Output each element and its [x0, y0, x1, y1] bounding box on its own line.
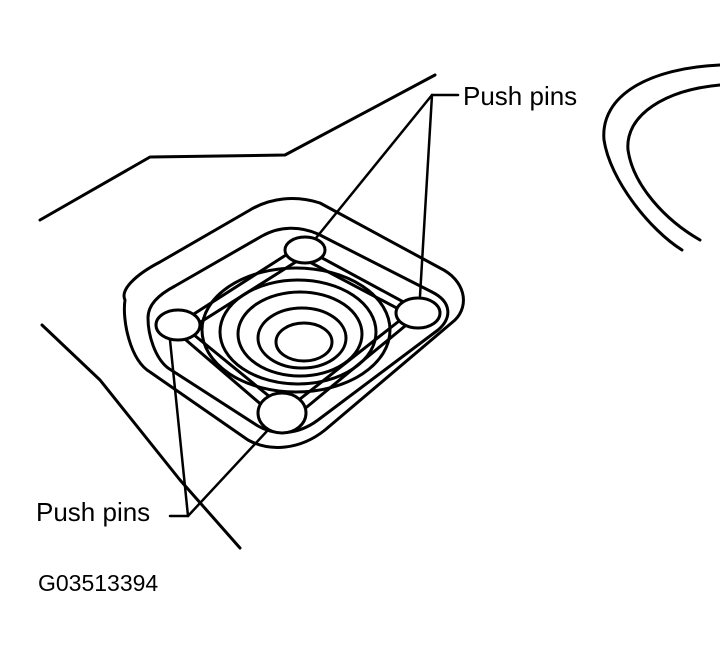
- speaker-ring-4: [256, 306, 348, 370]
- speaker-ring-outer: [200, 266, 392, 394]
- trim-inner-curve: [626, 83, 720, 242]
- panel-left-edge: [40, 323, 242, 550]
- push-pin-right: [394, 296, 442, 330]
- push-pins-label-bottom: Push pins: [36, 497, 151, 527]
- figure-id: G03513394: [38, 570, 159, 596]
- speaker-dust-cap: [274, 321, 334, 363]
- pocket-outer-rim: [122, 197, 465, 449]
- push-pin-bottom: [256, 391, 308, 435]
- speaker-ring-2: [218, 278, 378, 386]
- pocket-inner-rim: [146, 226, 450, 435]
- leader-bottom-to-pin-bottom: [186, 428, 270, 518]
- leader-top-to-pin-top: [314, 93, 434, 240]
- leader-top-to-pin-right: [418, 93, 434, 298]
- speaker-ring-3: [236, 290, 364, 378]
- trim-outer-curve: [602, 63, 720, 252]
- push-pin-left: [154, 308, 202, 342]
- panel-top-edge: [38, 73, 437, 222]
- push-pin-top: [283, 235, 327, 265]
- push-pins-label-top: Push pins: [463, 81, 578, 111]
- leader-bottom-to-pin-left: [168, 338, 190, 518]
